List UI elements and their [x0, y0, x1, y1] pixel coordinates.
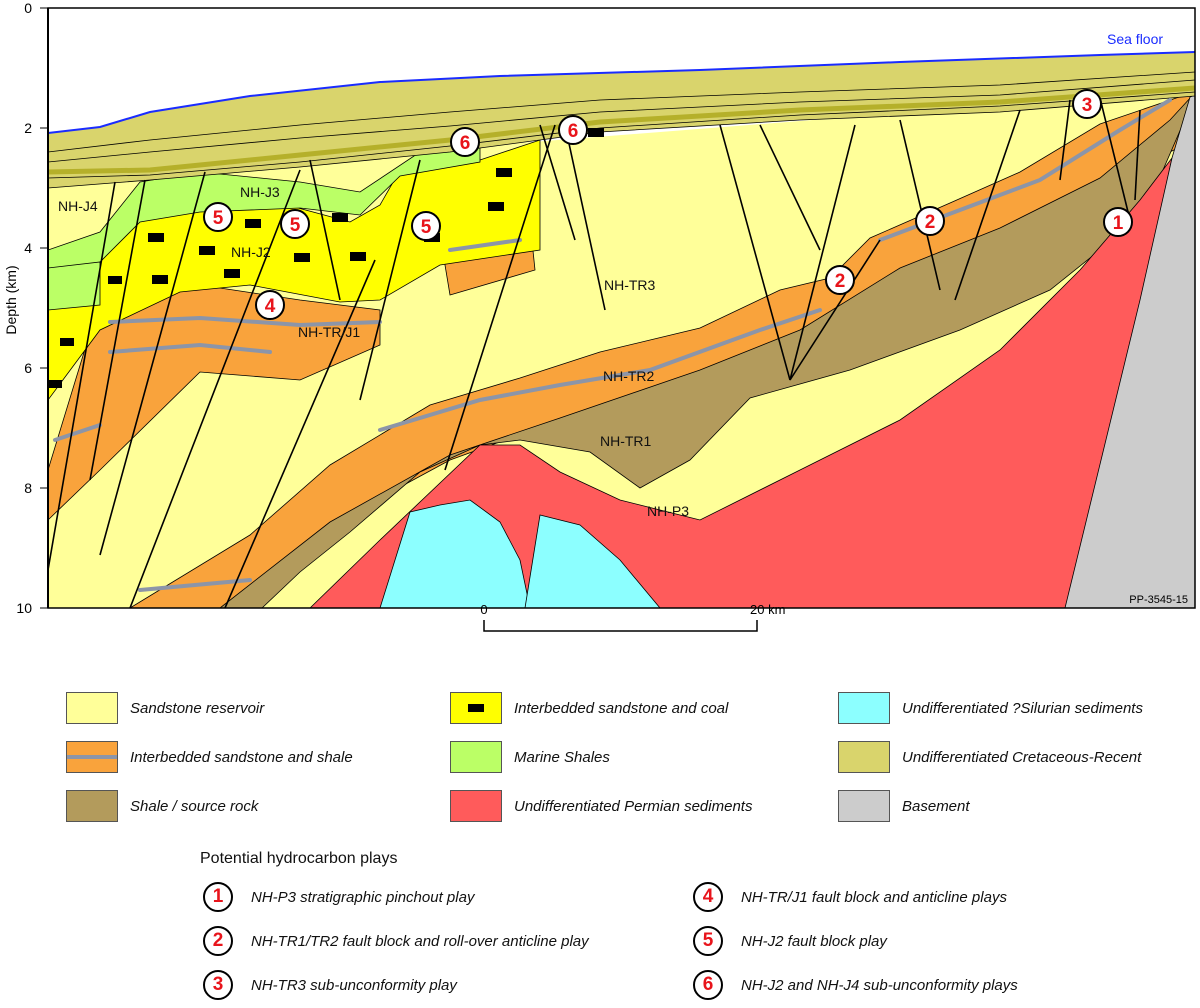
cretaceous-lines: [48, 71, 1195, 179]
marine-left: [48, 261, 101, 311]
play-marker-6: 6: [450, 127, 480, 157]
shale-band: [219, 95, 1195, 608]
svg-text:2: 2: [835, 271, 846, 292]
svg-text:4: 4: [265, 296, 276, 317]
play-marker-2: 2: [915, 206, 945, 236]
tick-8: 8: [24, 480, 32, 496]
svg-text:5: 5: [213, 208, 224, 229]
label-nh-tr1: NH-TR1: [600, 433, 652, 449]
svg-text:5: 5: [421, 217, 432, 238]
legend-item: Undifferentiated ?Silurian sediments: [838, 692, 1143, 724]
swatch-marine: [450, 741, 502, 773]
legend-item: Shale / source rock: [66, 790, 258, 822]
cretaceous-dark-band: [48, 85, 1195, 175]
label-nh-tr2: NH-TR2: [603, 368, 655, 384]
legend-item: Marine Shales: [450, 741, 610, 773]
scale-bar: 0 20 km: [480, 602, 785, 632]
play-marker-4: 4: [255, 290, 285, 320]
basement: [1064, 94, 1195, 608]
legend-item: Undifferentiated Cretaceous-Recent: [838, 741, 1141, 773]
play-marker-5: 5: [280, 209, 310, 239]
legend-item: Interbedded sandstone and coal: [450, 692, 728, 724]
play-marker-6: 6: [558, 115, 588, 145]
figure-id: PP-3545-15: [1129, 594, 1188, 606]
label-nh-j2: NH-J2: [231, 244, 271, 260]
tick-10: 10: [16, 600, 32, 616]
play-marker-5: 5: [411, 211, 441, 241]
scale-end: 20 km: [750, 602, 785, 617]
legend-item: Undifferentiated Permian sediments: [450, 790, 752, 822]
svg-text:5: 5: [290, 215, 301, 236]
cross-section: 0 2 4 6 8 10 Depth (km) Sea floor NH-J4 …: [3, 0, 1196, 632]
y-axis-label: Depth (km): [3, 265, 19, 334]
sea-floor-label: Sea floor: [1107, 31, 1163, 47]
swatch-basement: [838, 790, 890, 822]
swatch-interbedded-shale: [66, 741, 118, 773]
swatch-coal: [450, 692, 502, 724]
legend-item: Sandstone reservoir: [66, 692, 264, 724]
label-nh-j4: NH-J4: [58, 198, 98, 214]
unit-labels: Sea floor NH-J4 NH-J3 NH-J2 NH-TR/J1 NH-…: [58, 31, 1163, 519]
label-nh-j3: NH-J3: [240, 184, 280, 200]
label-nh-tr3: NH-TR3: [604, 277, 656, 293]
svg-text:2: 2: [925, 212, 936, 233]
tick-0: 0: [24, 0, 32, 16]
swatch-shale: [66, 790, 118, 822]
swatch-permian: [450, 790, 502, 822]
faults: [48, 97, 1141, 608]
tick-2: 2: [24, 120, 32, 136]
silurian-2: [524, 514, 661, 608]
play-markers: 5 5 5 4 6 6 2 2 3 1: [203, 89, 1133, 320]
legend-item: Interbedded sandstone and shale: [66, 741, 353, 773]
play-marker-5: 5: [203, 202, 233, 232]
swatch-sandstone: [66, 692, 118, 724]
tick-4: 4: [24, 240, 32, 256]
svg-text:1: 1: [1113, 213, 1124, 234]
play-marker-3: 3: [1072, 89, 1102, 119]
svg-text:6: 6: [460, 133, 471, 154]
swatch-cretaceous: [838, 741, 890, 773]
tick-6: 6: [24, 360, 32, 376]
legend-item: Basement: [838, 790, 970, 822]
plays-title: Potential hydrocarbon plays: [200, 850, 398, 867]
label-nh-p3: NH-P3: [647, 503, 689, 519]
scale-start: 0: [480, 602, 487, 617]
swatch-silurian: [838, 692, 890, 724]
sea-floor-line: [48, 51, 1195, 134]
svg-text:6: 6: [568, 121, 579, 142]
svg-text:3: 3: [1082, 95, 1093, 116]
play-marker-1: 1: [1103, 207, 1133, 237]
y-axis: 0 2 4 6 8 10: [16, 0, 48, 616]
play-marker-2: 2: [825, 265, 855, 295]
label-nh-trj1: NH-TR/J1: [298, 324, 360, 340]
